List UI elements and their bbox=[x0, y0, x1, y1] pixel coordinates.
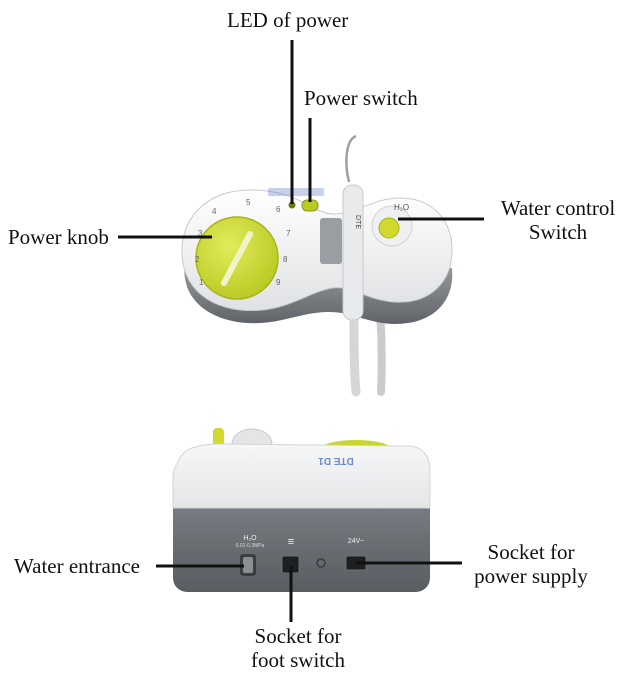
back-water-label: H₂O bbox=[243, 535, 257, 542]
handpiece-holder bbox=[320, 218, 342, 264]
knob-scale-6: 6 bbox=[276, 205, 281, 214]
knob-scale-7: 7 bbox=[286, 229, 291, 238]
knob-scale-4: 4 bbox=[212, 207, 217, 216]
label-socket-foot-line2: foot switch bbox=[251, 648, 345, 672]
device-front-view: 1 2 3 4 5 6 7 8 9 DTE H₂O bbox=[181, 134, 453, 397]
label-socket-power-line2: power supply bbox=[474, 564, 588, 588]
back-pressure-label: 0.01-0.3MPa bbox=[236, 543, 265, 549]
knob-scale-3: 3 bbox=[198, 229, 203, 238]
scaler-tip bbox=[345, 134, 357, 183]
label-water-control: Water control Switch bbox=[488, 196, 628, 244]
knob-scale-8: 8 bbox=[283, 255, 288, 264]
label-water-entrance: Water entrance bbox=[14, 554, 140, 578]
back-model-text: DTE D1 bbox=[318, 455, 354, 466]
label-socket-power-line1: Socket for bbox=[487, 540, 575, 564]
knob-scale-2: 2 bbox=[195, 255, 200, 264]
knob-scale-5: 5 bbox=[246, 198, 251, 207]
label-led-of-power: LED of power bbox=[227, 8, 349, 32]
power-led bbox=[288, 201, 296, 209]
label-power-knob: Power knob bbox=[8, 225, 109, 249]
knob-scale-9: 9 bbox=[276, 278, 281, 287]
back-voltage-label: 24V~ bbox=[348, 538, 365, 545]
foot-switch-symbol: ≡ bbox=[288, 536, 294, 548]
knob-scale-1: 1 bbox=[199, 278, 204, 287]
round-port bbox=[316, 558, 326, 568]
handpiece-cable bbox=[349, 313, 361, 397]
water-control-knob[interactable] bbox=[378, 217, 400, 239]
knob-scale: 1 2 3 4 5 6 7 8 9 bbox=[195, 198, 291, 287]
back-top-shell bbox=[172, 443, 431, 509]
water-control-label: H₂O bbox=[394, 203, 409, 212]
label-water-control-line2: Switch bbox=[528, 220, 588, 244]
label-socket-foot-line1: Socket for bbox=[254, 624, 342, 648]
label-power-switch: Power switch bbox=[304, 86, 418, 110]
power-switch-bezel bbox=[268, 188, 324, 196]
water-tube bbox=[376, 308, 386, 396]
handpiece-brand: DTE bbox=[354, 215, 361, 229]
power-knob-pointer bbox=[221, 231, 253, 286]
label-socket-foot-switch: Socket for foot switch bbox=[228, 624, 368, 672]
leader-lines bbox=[118, 40, 484, 622]
label-socket-power-supply: Socket for power supply bbox=[456, 540, 606, 588]
water-inlet-nut bbox=[243, 557, 253, 573]
label-water-control-line1: Water control bbox=[500, 196, 616, 220]
handpiece bbox=[342, 184, 364, 321]
